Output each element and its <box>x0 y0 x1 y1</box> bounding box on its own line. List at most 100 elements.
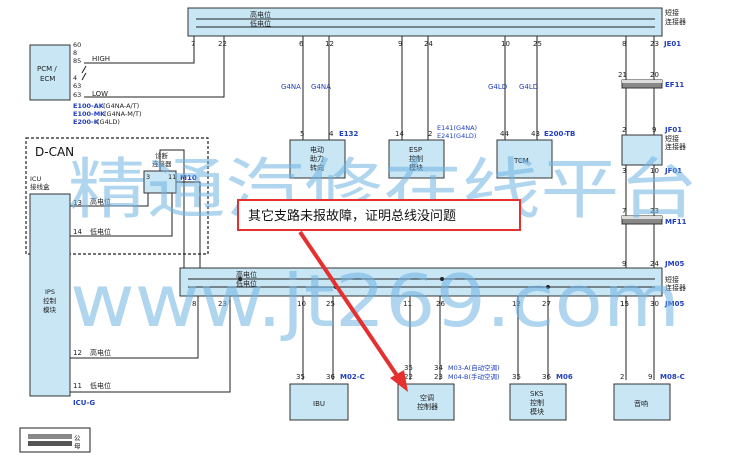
jf01-type-1: 短接 <box>665 134 679 143</box>
dcan-title: D-CAN <box>35 145 74 159</box>
pcm-pin-85: 85 <box>73 57 81 65</box>
ac-code-1: M03-A(自动空调) <box>448 363 500 372</box>
pcm-code-3: E200-K <box>73 118 100 126</box>
sks-code: M06 <box>556 373 573 381</box>
top-connector-type-label-1: 短接 <box>665 8 679 17</box>
ef11-pin-21: 21 <box>618 71 627 79</box>
jm05-code-bottom: JM05 <box>664 300 684 308</box>
pcm-label-2: ECM <box>40 75 55 83</box>
icu-pin-14: 14 <box>73 228 82 236</box>
ips-high-label: 高电位 <box>90 348 111 357</box>
pcm-code-3-note: (G4LD) <box>97 118 120 126</box>
icu-label-2: 接线盒 <box>30 182 50 191</box>
eps-name-1: 电动 <box>310 145 324 154</box>
pcm-ecm-module: PCM / ECM 60 8 85 4 63 63 HIGH LOW E100-… <box>29 36 225 126</box>
ips-low-label: 低电位 <box>90 381 111 390</box>
tcm-code: E200-TB <box>544 130 575 138</box>
ibu-pin-35: 35 <box>296 373 305 381</box>
legend-female: 母 <box>74 442 81 450</box>
module-eps: 5 4 E132 电动 助力 转向 <box>289 36 359 179</box>
sks-name-3: 模块 <box>530 407 544 416</box>
jf01-pin-9: 9 <box>652 126 656 134</box>
eps-name-3: 转向 <box>310 163 324 172</box>
annotation: 其它支路未报故障，证明总线没问题 <box>237 199 521 392</box>
ac-name-2: 控制器 <box>417 402 438 411</box>
pcm-low-label: LOW <box>92 90 108 98</box>
ibu-pin-36: 36 <box>326 373 335 381</box>
right-column-wiring: 21 20 EF11 2 9 JF01 短接 连接器 3 10 JF01 7 2… <box>618 36 687 308</box>
bottom-pin-12: 12 <box>512 300 521 308</box>
top-splice-connector: 高电位 低电位 短接 连接器 JE01 7 22 6 12 9 24 10 25… <box>187 7 686 48</box>
jm05-pin-9: 9 <box>622 260 626 268</box>
top-pin-8: 8 <box>622 40 626 48</box>
module-ibu: 35 36 M02-C IBU <box>289 296 365 421</box>
bottom-pin-10: 10 <box>297 300 306 308</box>
pcm-code-2-note: (G4NA-M/T) <box>104 110 142 118</box>
sks-pin-36: 36 <box>542 373 551 381</box>
sks-name-1: SKS <box>530 390 544 398</box>
jf01-type-2: 连接器 <box>665 142 686 151</box>
ips-pin-11: 11 <box>73 382 82 390</box>
annotation-text: 其它支路未报故障，证明总线没问题 <box>248 208 456 224</box>
top-pin-9: 9 <box>398 40 402 48</box>
icu-low-label: 低电位 <box>90 227 111 236</box>
bottom-splice-connector: 高电位 低电位 短接 连接器 8 23 10 25 11 26 12 27 15 <box>179 267 686 308</box>
icu-pin-13: 13 <box>73 199 82 207</box>
jf01-pin-2: 2 <box>622 126 626 134</box>
bottom-connector-low-label: 低电位 <box>236 279 257 288</box>
audio-code: M08-C <box>660 373 685 381</box>
icu-label-1: ICU <box>30 175 41 183</box>
bottom-pin-27: 27 <box>542 300 551 308</box>
variant-g4ld-1: G4LD <box>488 83 507 91</box>
esp-code-1: E141(G4NA) <box>437 124 477 132</box>
icu-high-label: 高电位 <box>90 197 111 206</box>
audio-name: 音响 <box>634 399 648 408</box>
jm05-pin-15: 15 <box>620 300 629 308</box>
bottom-connector-type-2: 连接器 <box>665 283 686 292</box>
mf11-pin-23: 23 <box>650 207 659 215</box>
jf01-code-top: JF01 <box>664 126 682 134</box>
bottom-connector-type-1: 短接 <box>665 275 679 284</box>
bottom-pin-8: 8 <box>192 300 196 308</box>
jf01b-pin-3: 3 <box>622 167 626 175</box>
module-audio: 2 9 M08-C 音响 <box>613 296 685 421</box>
eps-code: E132 <box>339 130 359 138</box>
pcm-pin-60: 60 <box>73 41 81 49</box>
ibu-code: M02-C <box>340 373 365 381</box>
top-pin-24: 24 <box>424 40 433 48</box>
legend-male: 公 <box>74 434 81 442</box>
tcm-pin-44: 44 <box>500 130 509 138</box>
bottom-pin-23: 23 <box>218 300 227 308</box>
eps-pin-4: 4 <box>329 130 334 138</box>
pcm-pin-63b: 63 <box>73 91 81 99</box>
tcm-name: TCM <box>513 157 529 165</box>
top-pin-7: 7 <box>191 40 195 48</box>
audio-pin-2: 2 <box>620 373 624 381</box>
ips-pin-12: 12 <box>73 349 82 357</box>
tcm-pin-43: 43 <box>531 130 540 138</box>
diag-conn-label-1: 诊断 <box>155 151 169 160</box>
ips-name-2: 控制 <box>43 296 57 305</box>
esp-pin-14: 14 <box>395 130 404 138</box>
pcm-label-1: PCM / <box>37 65 57 73</box>
sks-pin-35: 35 <box>512 373 521 381</box>
diag-pin-11: 11 <box>168 173 176 181</box>
top-pin-6: 6 <box>299 40 304 48</box>
ips-module: IPS 控制 模块 12 11 高电位 低电位 ICU-G <box>29 149 231 407</box>
ips-code: ICU-G <box>73 399 95 407</box>
module-tcm: 44 43 E200-TB TCM <box>496 36 575 179</box>
sks-name-2: 控制 <box>530 398 544 407</box>
audio-pin-9: 9 <box>648 373 652 381</box>
pcm-code-1: E100-AK <box>73 102 105 110</box>
variant-g4na-2: G4NA <box>311 83 331 91</box>
variant-g4ld-2: G4LD <box>519 83 538 91</box>
mf11-pin-7: 7 <box>622 207 626 215</box>
top-connector-code: JE01 <box>663 40 681 48</box>
mf11-code: MF11 <box>665 218 687 226</box>
bottom-pin-26: 26 <box>436 300 445 308</box>
ac-pin-34: 34 <box>434 364 443 372</box>
bottom-pin-15: 15 <box>620 300 629 308</box>
ef11-pin-20: 20 <box>650 71 659 79</box>
eps-pin-5: 5 <box>300 130 304 138</box>
